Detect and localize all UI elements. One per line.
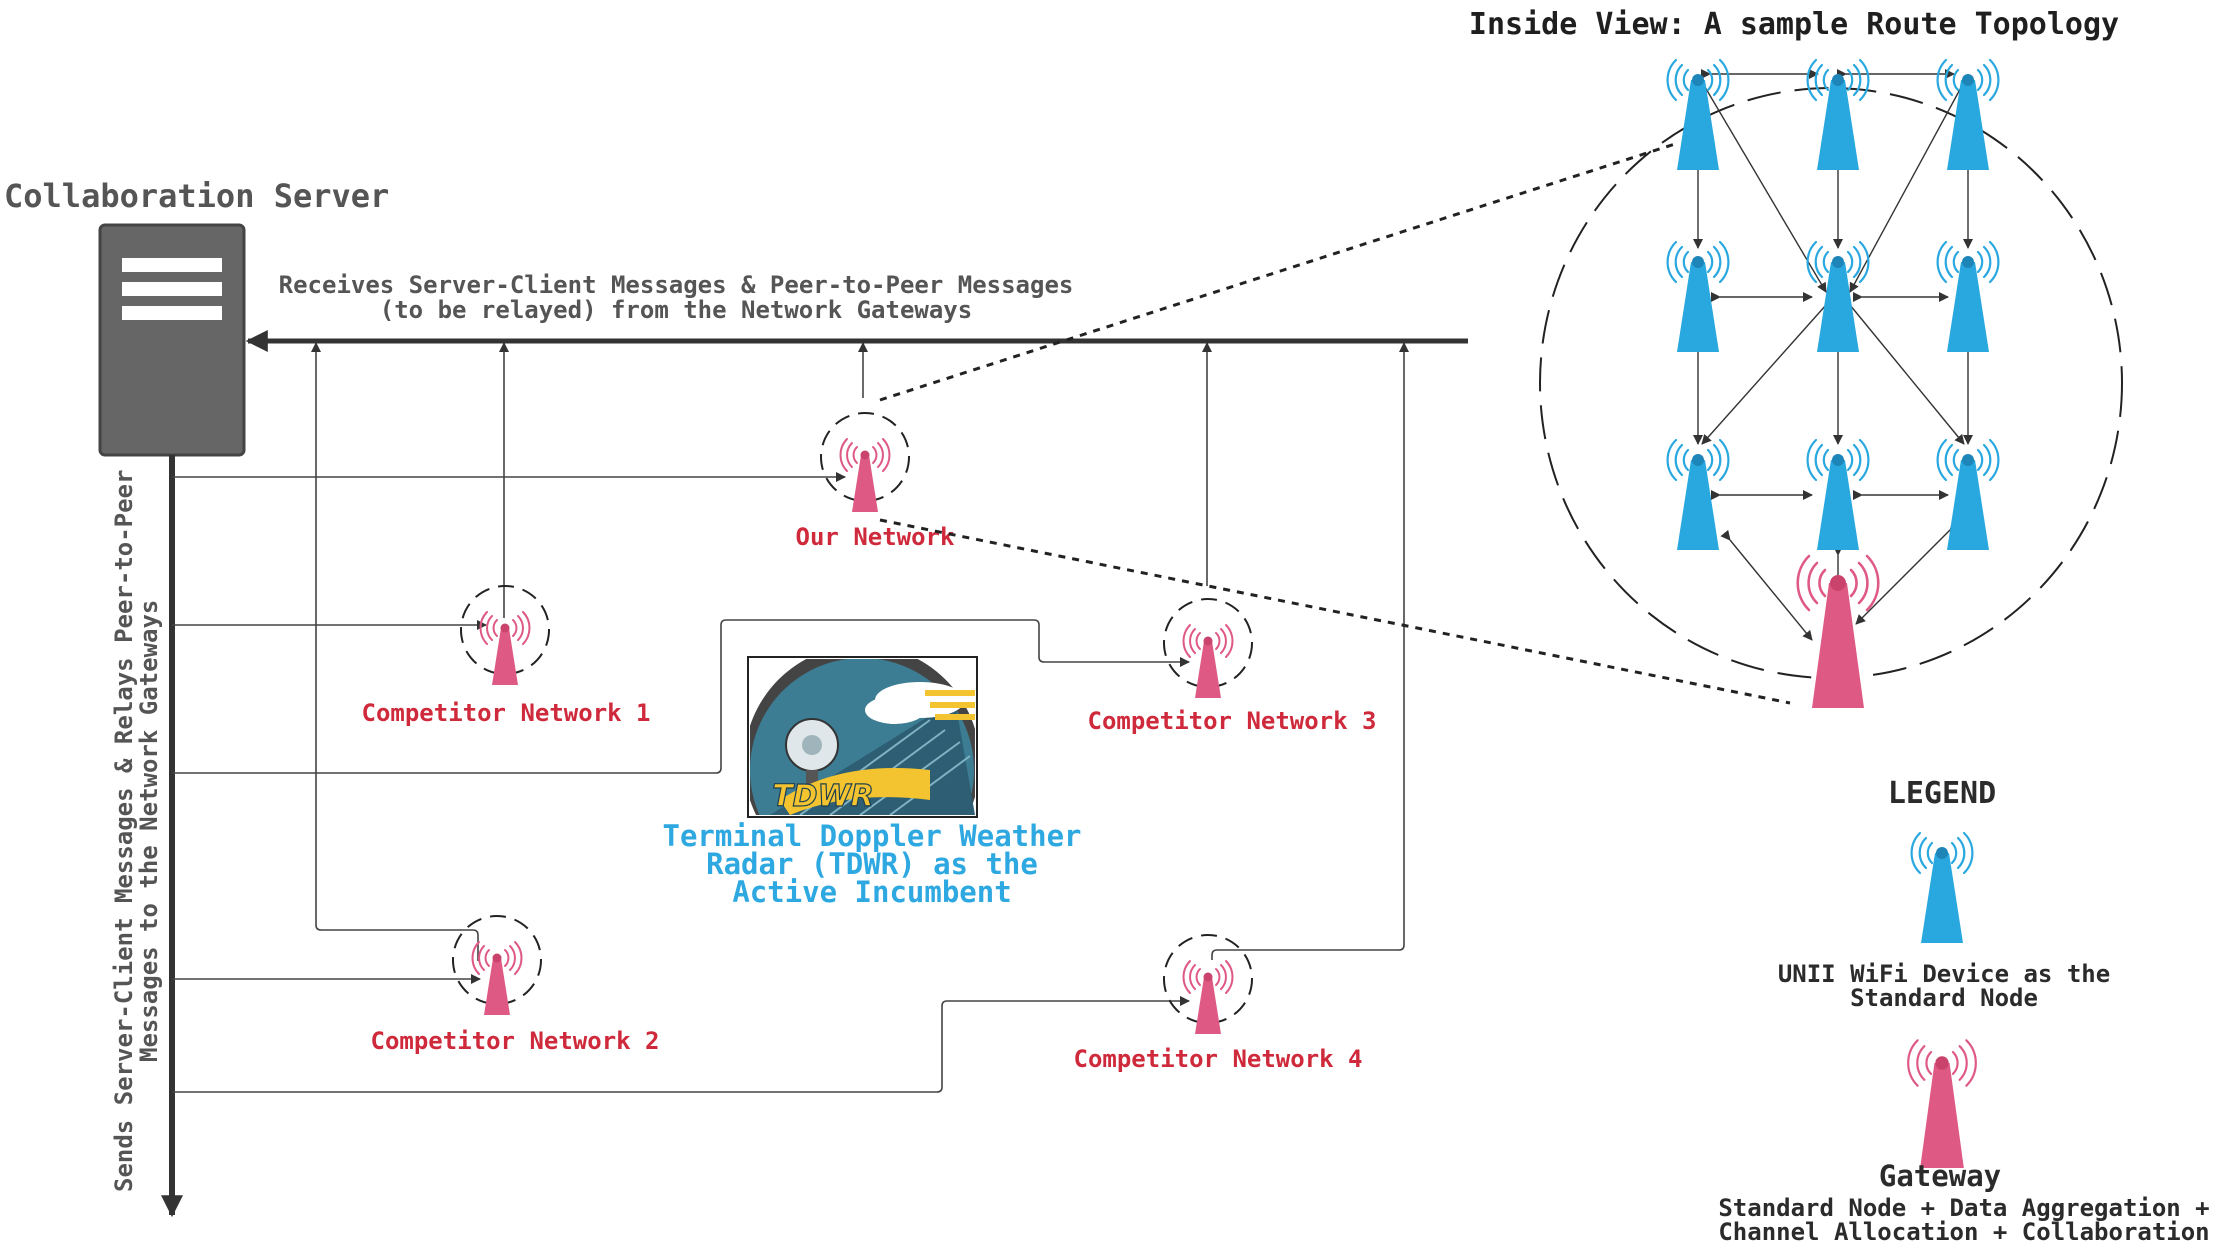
incumbent-label-line2: Radar (TDWR) as the [706,847,1038,881]
legend-gateway-line2: Channel Allocation + Collaboration [1718,1218,2209,1246]
competitor-3-label: Competitor Network 3 [1088,707,1377,735]
legend-gateway-title: Gateway [1879,1159,2001,1193]
legend-title: LEGEND [1888,776,1996,811]
competitor-1-gateway-icon [460,585,550,686]
competitor-4-label: Competitor Network 4 [1074,1045,1363,1073]
receive-message-line2: (to be relayed) from the Network Gateway… [380,296,972,324]
topology-node-icon [1806,438,1870,552]
competitor-3-gateway-icon [1163,598,1253,699]
server-title: Collaboration Server [4,177,389,215]
topology-node-icon [1666,58,1730,172]
legend-standard-line2: Standard Node [1850,984,2038,1012]
legend-gateway-icon [1907,1039,1977,1170]
incumbent-label-line3: Active Incumbent [732,875,1011,909]
send-message-line1: Sends Server-Client Messages & Relays Pe… [110,470,138,1192]
topology-node-icon [1666,240,1730,354]
competitor-1-label: Competitor Network 1 [362,699,651,727]
send-message-line2: Messages to the Network Gateways [135,600,163,1062]
our-network-gateway-icon [820,412,910,513]
tdwr-logo-text: TDWR [772,779,874,814]
topology-node-icon [1806,58,1870,172]
tdwr-logo-icon: TDWR [747,656,978,818]
competitor-2-gateway-icon [452,915,542,1016]
zoom-lines [879,141,1791,705]
server-icon [98,223,246,457]
legend-standard-node-icon [1910,831,1974,945]
receive-message-line1: Receives Server-Client Messages & Peer-t… [279,271,1074,299]
competitor-2-label: Competitor Network 2 [371,1027,660,1055]
legend-gateway-line1: Standard Node + Data Aggregation + [1718,1194,2209,1222]
incumbent-label-line1: Terminal Doppler Weather [662,819,1081,853]
topology-title: Inside View: A sample Route Topology [1469,7,2119,42]
topology-gateway-icon [1796,554,1880,710]
legend-standard-line1: UNII WiFi Device as the [1778,960,2110,988]
our-network-label: Our Network [796,523,955,551]
topology-node-icon [1806,240,1870,354]
topology-node-icon [1666,438,1730,552]
